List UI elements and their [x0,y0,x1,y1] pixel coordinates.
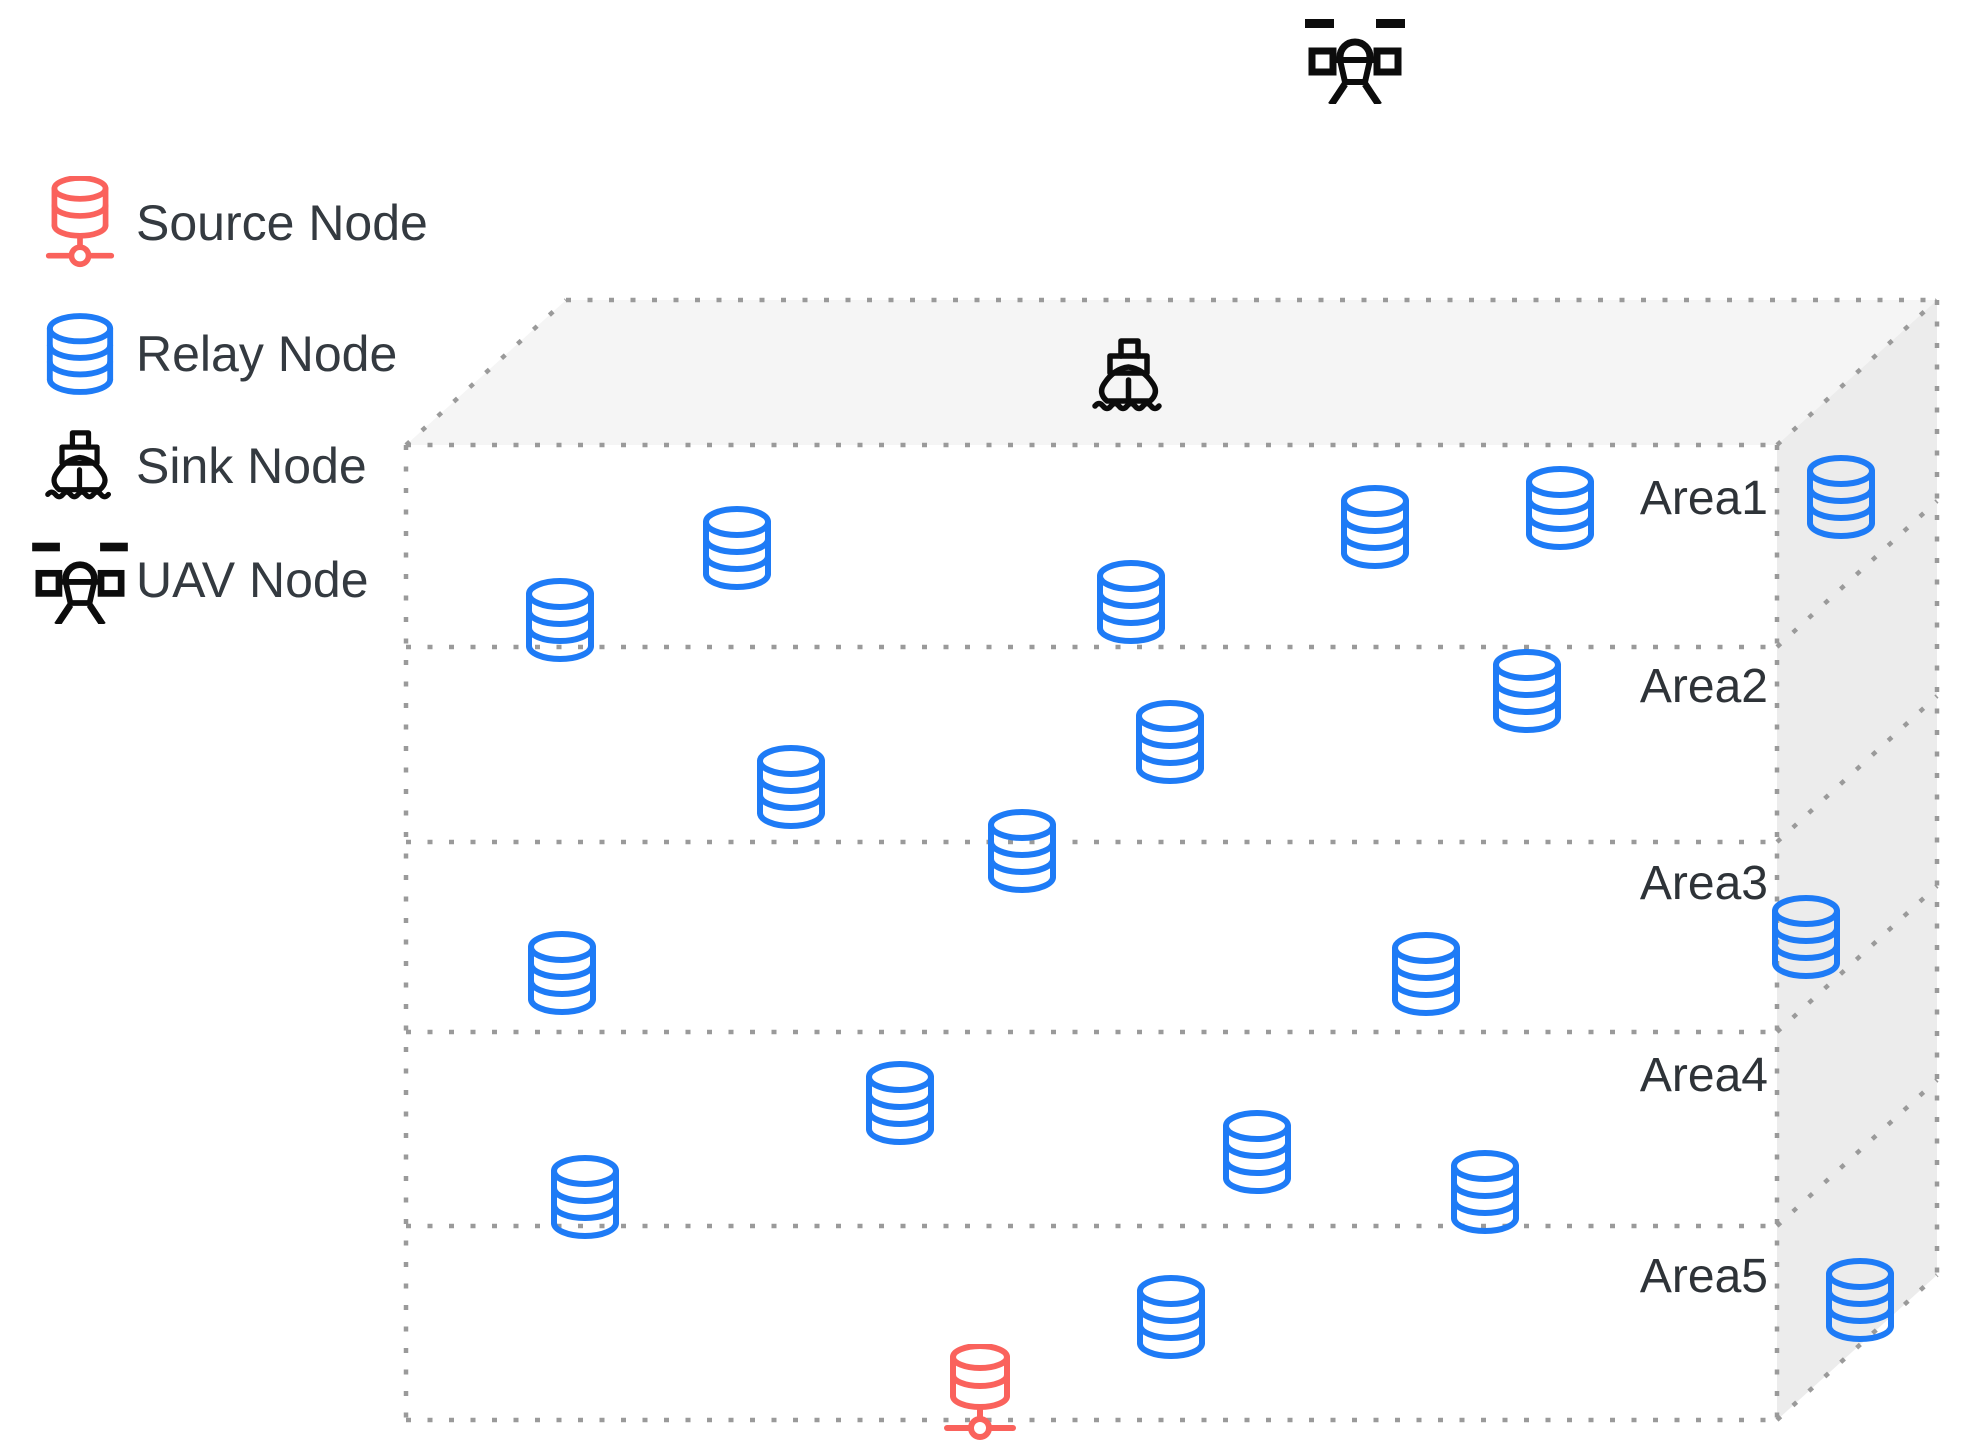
area-label-5: Area5 [1639,1250,1768,1303]
relay-node [1489,649,1565,738]
box-dotted-edges [403,297,1940,1423]
area-label-2: Area2 [1639,660,1768,713]
relay-node [984,809,1060,898]
relay-node [1093,560,1169,649]
legend-row-source: Source Node [28,168,428,278]
legend-label-source: Source Node [136,195,428,251]
legend-row-relay: Relay Node [28,306,428,402]
relay-node [862,1061,938,1150]
legend-row-uav: UAV Node [28,530,428,630]
sink-node [1091,334,1167,423]
relay-node [1337,485,1413,574]
relay-node [1768,895,1844,984]
legend: Source Node Relay Node Sink Node [28,168,428,630]
area-label-4: Area4 [1639,1049,1768,1102]
relay-node-icon [28,313,132,395]
relay-node [1388,932,1464,1021]
relay-node [1822,1258,1898,1347]
box-top-face [406,300,1937,445]
area-label-3: Area3 [1639,857,1768,910]
legend-label-relay: Relay Node [136,326,398,382]
relay-node [753,745,829,834]
relay-node [547,1155,623,1244]
relay-node [1803,455,1879,544]
legend-label-sink: Sink Node [136,438,367,494]
relay-node [524,931,600,1020]
box-right-face [1777,300,1937,1420]
relay-node [1219,1110,1295,1199]
relay-node [1132,700,1208,789]
relay-node [1133,1275,1209,1364]
drone-icon [28,536,132,624]
source-node-icon [28,175,132,271]
area-label-1: Area1 [1639,472,1768,525]
uav-node [1303,12,1407,109]
relay-node [699,506,775,595]
legend-label-uav: UAV Node [136,552,369,608]
legend-row-sink: Sink Node [28,420,428,512]
relay-node [1447,1150,1523,1239]
source-node [942,1343,1018,1449]
relay-node [1522,466,1598,555]
relay-node [522,578,598,667]
ship-icon [28,426,132,506]
